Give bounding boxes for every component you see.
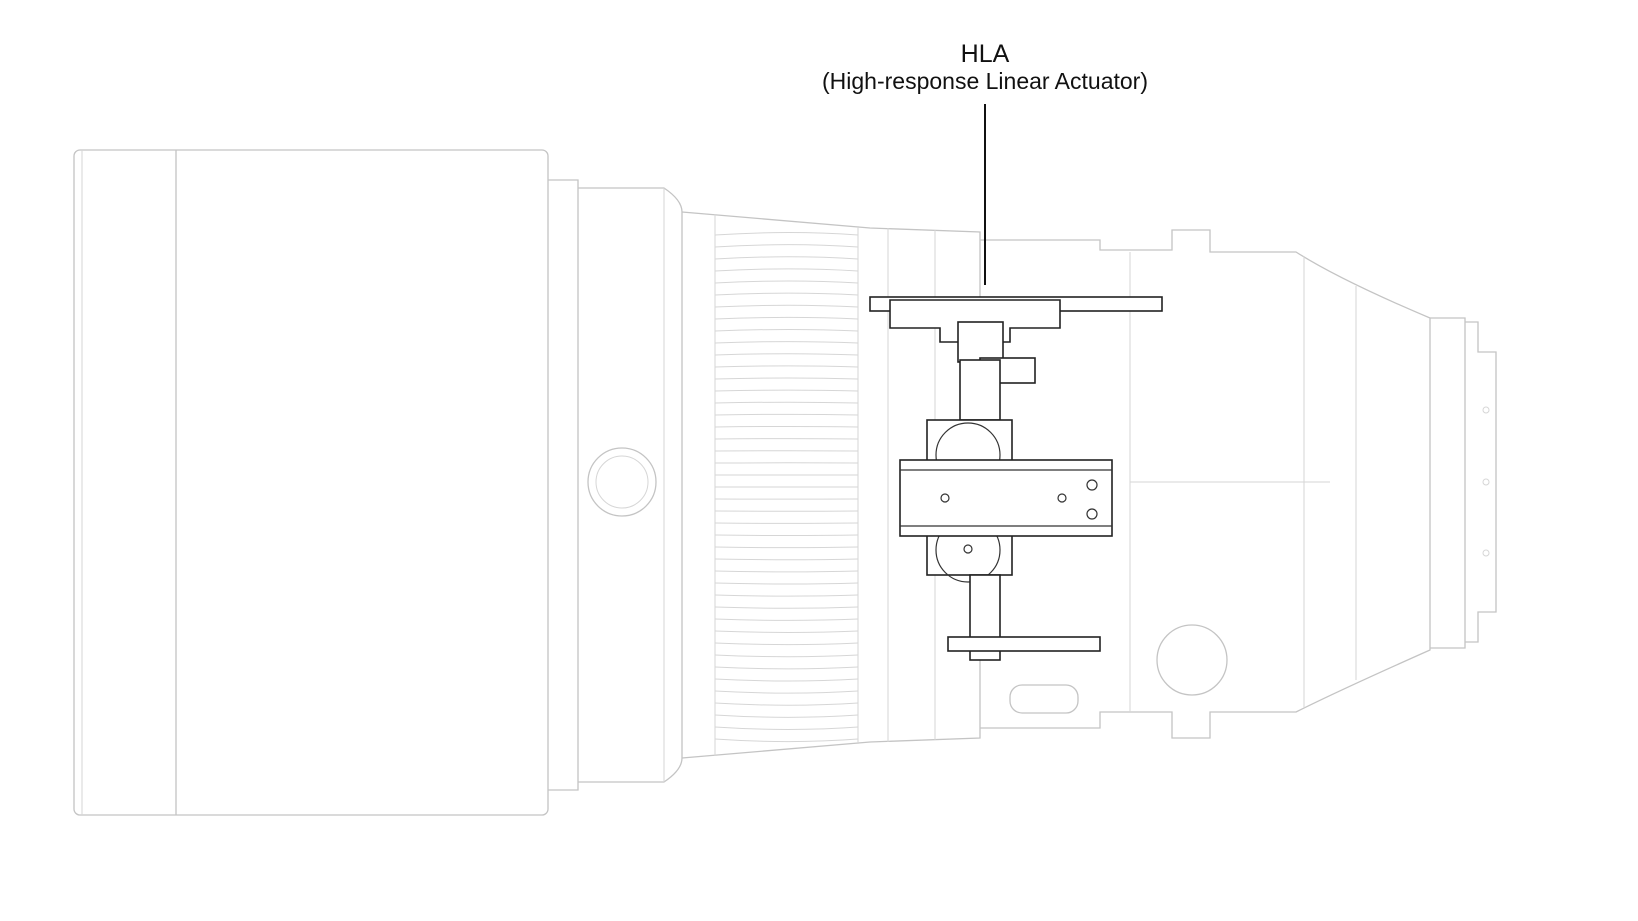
rib-line <box>714 546 859 549</box>
rib-line <box>714 268 859 272</box>
rib-line <box>714 666 859 670</box>
rib-line <box>714 292 859 296</box>
rib-line <box>714 726 859 730</box>
rib-line <box>714 630 859 633</box>
hla-actuator <box>869 296 1163 661</box>
rib-line <box>714 328 859 332</box>
rib-line <box>714 304 859 308</box>
rib-line <box>714 738 859 743</box>
rib-line <box>714 654 859 658</box>
rib-line <box>714 377 859 380</box>
rib-line <box>714 558 859 561</box>
rib-line <box>714 594 859 597</box>
rib-line <box>714 534 859 537</box>
rib-line <box>714 232 859 236</box>
rib-line <box>714 341 859 344</box>
rib-line <box>714 244 859 248</box>
rib-line <box>714 678 859 682</box>
rib-line <box>714 256 859 260</box>
focus-ring-ribs <box>714 232 859 743</box>
rib-line <box>714 365 859 368</box>
rib-line <box>714 582 859 585</box>
rib-line <box>714 413 859 416</box>
rib-line <box>714 714 859 718</box>
rib-line <box>714 618 859 621</box>
rib-line <box>714 401 859 404</box>
rib-line <box>714 389 859 392</box>
callout-title: HLA <box>960 40 1010 68</box>
rib-line <box>714 642 859 646</box>
rib-line <box>714 702 859 706</box>
rib-line <box>714 353 859 356</box>
rib-line <box>714 690 859 694</box>
rib-line <box>714 570 859 573</box>
rib-line <box>714 280 859 284</box>
callout-subtitle: (High-response Linear Actuator) <box>822 68 1148 94</box>
rib-line <box>714 606 859 609</box>
rib-line <box>714 425 859 428</box>
lens-barrel-outline <box>73 149 1497 816</box>
rib-line <box>714 316 859 320</box>
